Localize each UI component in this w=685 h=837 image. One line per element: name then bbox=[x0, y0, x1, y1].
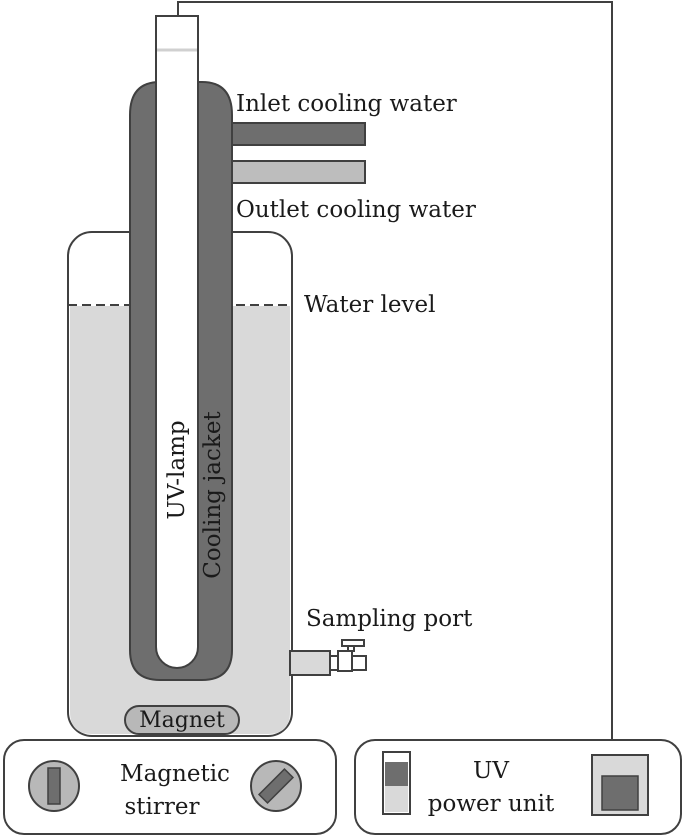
power-unit-label-line2: power unit bbox=[428, 791, 555, 817]
water-level-label: Water level bbox=[304, 292, 435, 318]
power-unit-label-line1: UV bbox=[473, 758, 509, 784]
stirrer-label-line2: stirrer bbox=[125, 794, 200, 820]
stirrer-right-knob-icon[interactable] bbox=[250, 760, 302, 812]
outlet-label: Outlet cooling water bbox=[236, 197, 476, 223]
magnetic-stirrer-box bbox=[3, 739, 337, 835]
uv-lamp-label: UV-lamp bbox=[164, 420, 190, 519]
sampling-valve[interactable] bbox=[329, 639, 367, 672]
magnet-bar bbox=[124, 705, 240, 735]
inlet-pipe bbox=[229, 122, 366, 146]
power-display-icon bbox=[591, 754, 649, 816]
power-switch-icon[interactable] bbox=[382, 751, 411, 815]
sampling-port-label: Sampling port bbox=[306, 606, 473, 632]
outlet-pipe bbox=[229, 160, 366, 184]
inlet-label: Inlet cooling water bbox=[236, 91, 457, 117]
sampling-port-tube bbox=[289, 650, 331, 676]
stirrer-left-knob-icon[interactable] bbox=[28, 760, 80, 812]
magnet-label: Magnet bbox=[139, 708, 225, 733]
uv-lamp bbox=[155, 15, 199, 669]
cooling-jacket-label: Cooling jacket bbox=[200, 411, 226, 579]
power-wire bbox=[177, 1, 613, 740]
stirrer-label-line1: Magnetic bbox=[120, 761, 230, 787]
